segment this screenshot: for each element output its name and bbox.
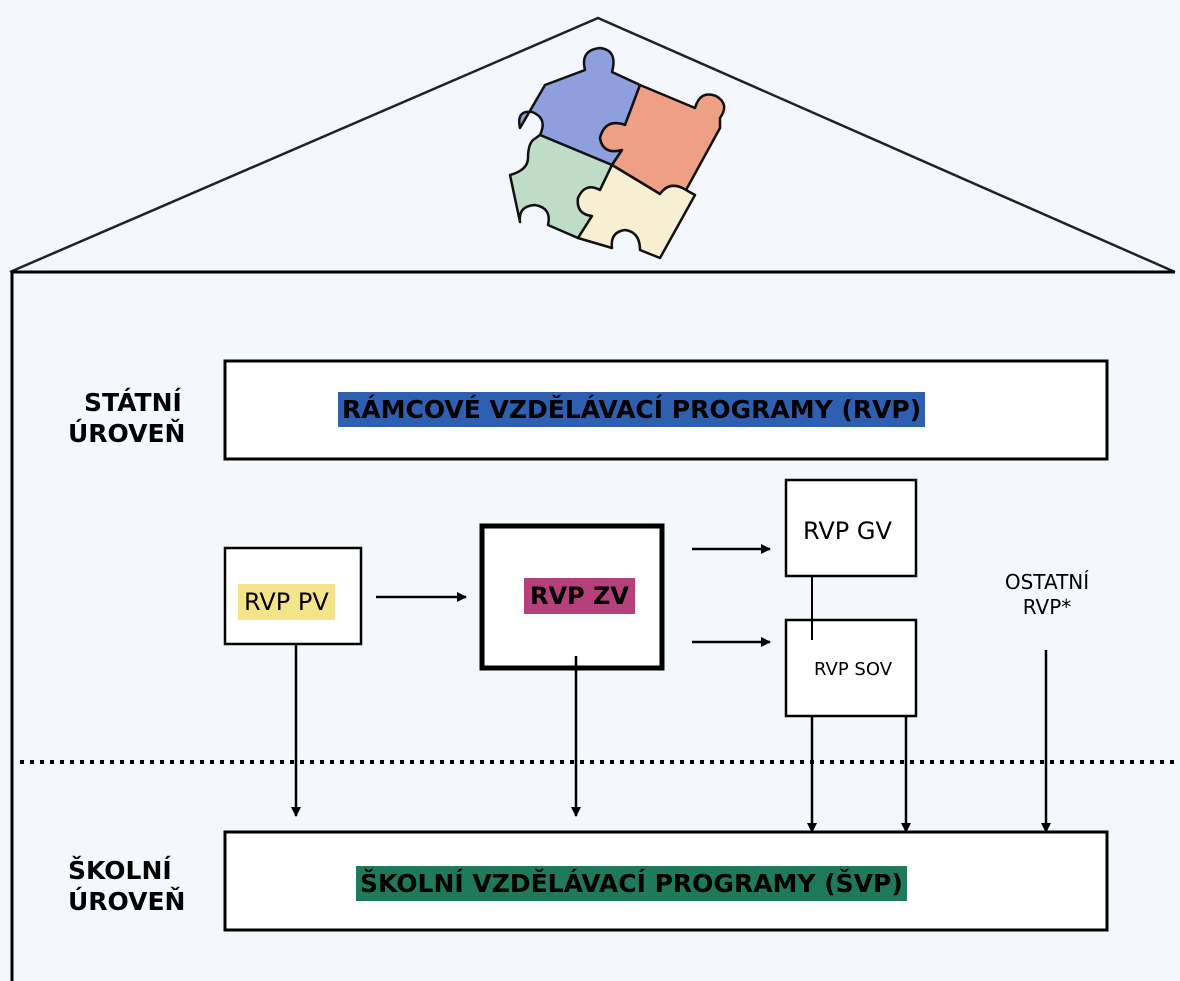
roof: [9, 16, 1176, 274]
puzzle-icon: [508, 46, 726, 260]
state-level-line1: STÁTNÍ: [84, 388, 182, 417]
arrows: [291, 544, 1051, 833]
state-level-line2: ÚROVEŇ: [68, 419, 186, 449]
rvp-zv-text: RVP ZV: [524, 578, 635, 614]
ostatni-line2: RVP*: [1022, 595, 1072, 619]
ostatni-line1: OSTATNÍ: [1004, 570, 1090, 594]
school-level-line1: ŠKOLNÍ: [68, 856, 172, 885]
rvp-gv-box: [784, 478, 918, 578]
rvp-main-text: RÁMCOVÉ VZDĚLÁVACÍ PROGRAMY (RVP): [338, 392, 926, 428]
rvp-sov-text: RVP SOV: [814, 659, 893, 680]
rvp-gv-text: RVP GV: [803, 517, 892, 545]
school-level-line2: ÚROVEŇ: [68, 887, 186, 917]
rvp-pv-text: RVP PV: [238, 584, 335, 620]
state-level-label: STÁTNÍ ÚROVEŇ: [68, 387, 185, 450]
house-walls: [10, 270, 1175, 981]
school-level-label: ŠKOLNÍ ÚROVEŇ: [68, 855, 185, 918]
ostatni-rvp-text: OSTATNÍ RVP*: [988, 570, 1106, 620]
svp-main-text: ŠKOLNÍ VZDĚLÁVACÍ PROGRAMY (ŠVP): [356, 866, 907, 902]
rvp-sov-box: [784, 618, 918, 718]
